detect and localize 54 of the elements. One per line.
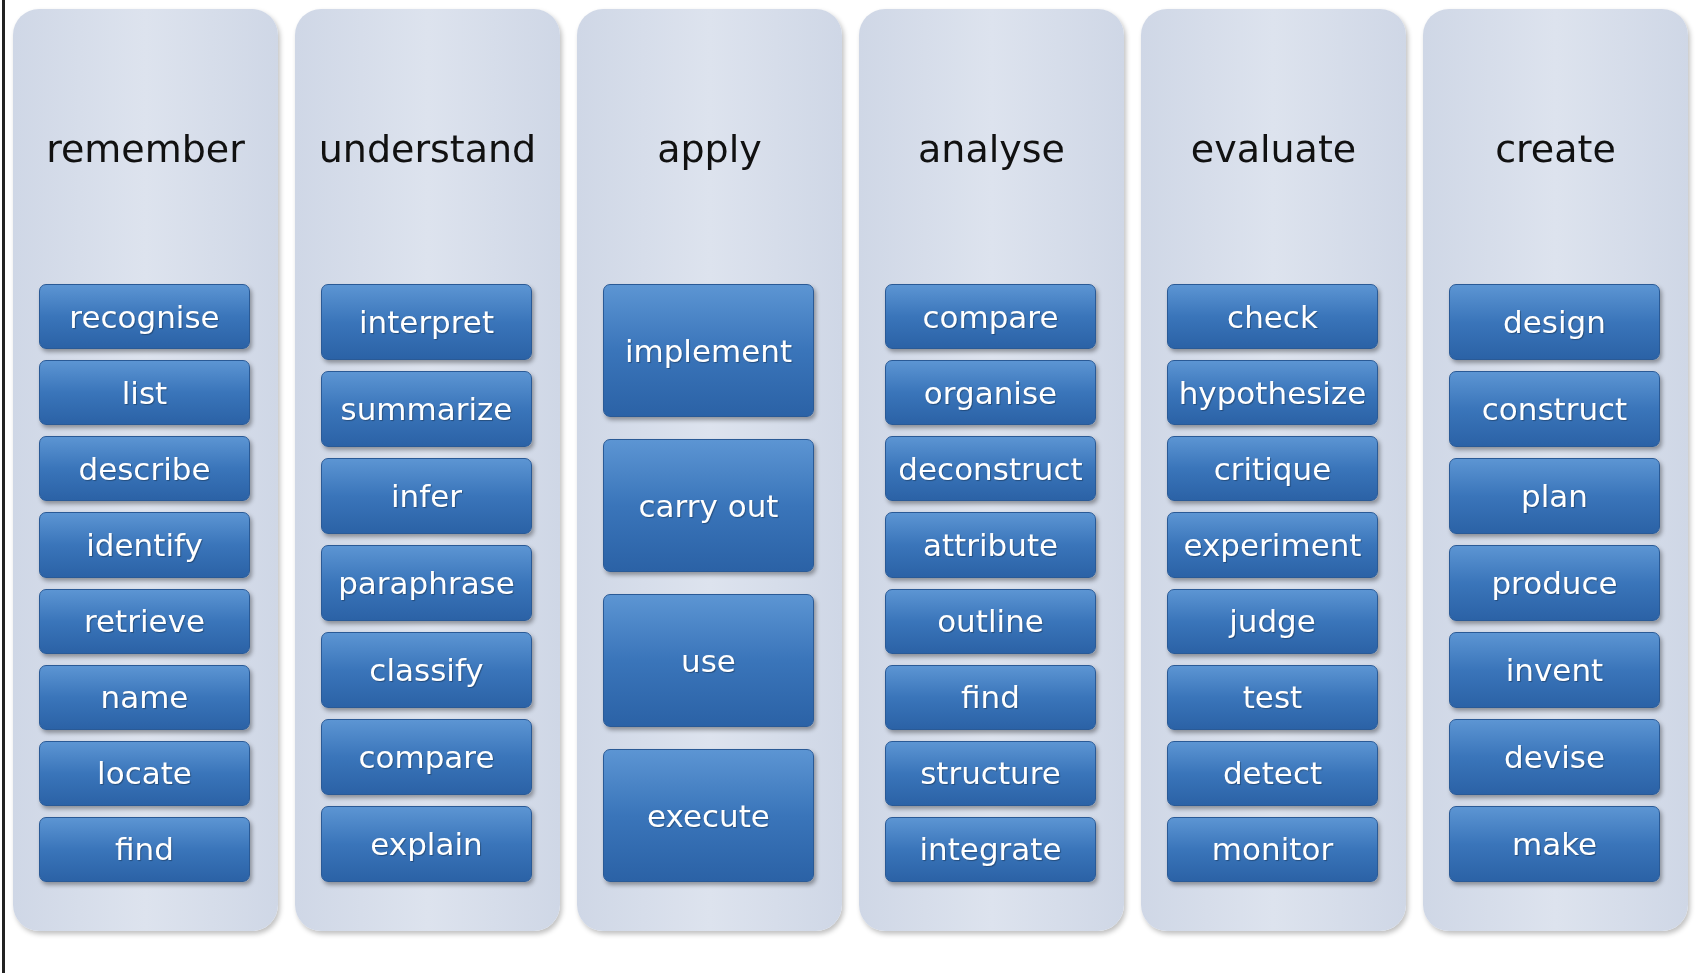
term-box: summarize [321,371,532,447]
term-box: construct [1449,371,1660,447]
column-panel [577,9,842,931]
term-box: retrieve [39,588,250,654]
term-box: deconstruct [885,436,1096,502]
column-panel [1141,9,1406,931]
column-panel [13,9,278,931]
column-panel [859,9,1124,931]
term-box: outline [885,588,1096,654]
term-box: monitor [1167,816,1378,882]
term-box: produce [1449,545,1660,621]
column-panel [1423,9,1688,931]
term-box: implement [603,284,814,417]
column-heading: analyse [917,127,1066,171]
term-box: plan [1449,458,1660,534]
term-box: devise [1449,719,1660,795]
column-panel [295,9,560,931]
term-box: structure [885,740,1096,806]
term-box: make [1449,806,1660,882]
term-box: list [39,360,250,426]
term-box: invent [1449,632,1660,708]
term-box: recognise [39,284,250,350]
term-box: organise [885,360,1096,426]
term-box: compare [885,284,1096,350]
term-box: find [39,816,250,882]
term-box: find [885,664,1096,730]
term-box: interpret [321,284,532,360]
column-heading: evaluate [1189,127,1358,171]
term-box: compare [321,719,532,795]
term-box: explain [321,806,532,882]
term-box: paraphrase [321,545,532,621]
term-box: critique [1167,436,1378,502]
term-box: identify [39,512,250,578]
term-box: integrate [885,816,1096,882]
term-box: test [1167,664,1378,730]
column-heading: remember [45,127,246,171]
column-heading: create [1494,127,1617,171]
term-box: infer [321,458,532,534]
column-heading: apply [656,127,763,171]
term-box: name [39,664,250,730]
term-box: design [1449,284,1660,360]
term-box: attribute [885,512,1096,578]
term-box: check [1167,284,1378,350]
term-box: hypothesize [1167,360,1378,426]
term-box: detect [1167,740,1378,806]
term-box: use [603,594,814,727]
term-box: experiment [1167,512,1378,578]
term-box: describe [39,436,250,502]
column-heading: understand [317,127,538,171]
term-box: execute [603,749,814,882]
term-box: classify [321,632,532,708]
term-box: locate [39,740,250,806]
term-box: carry out [603,439,814,572]
term-box: judge [1167,588,1378,654]
